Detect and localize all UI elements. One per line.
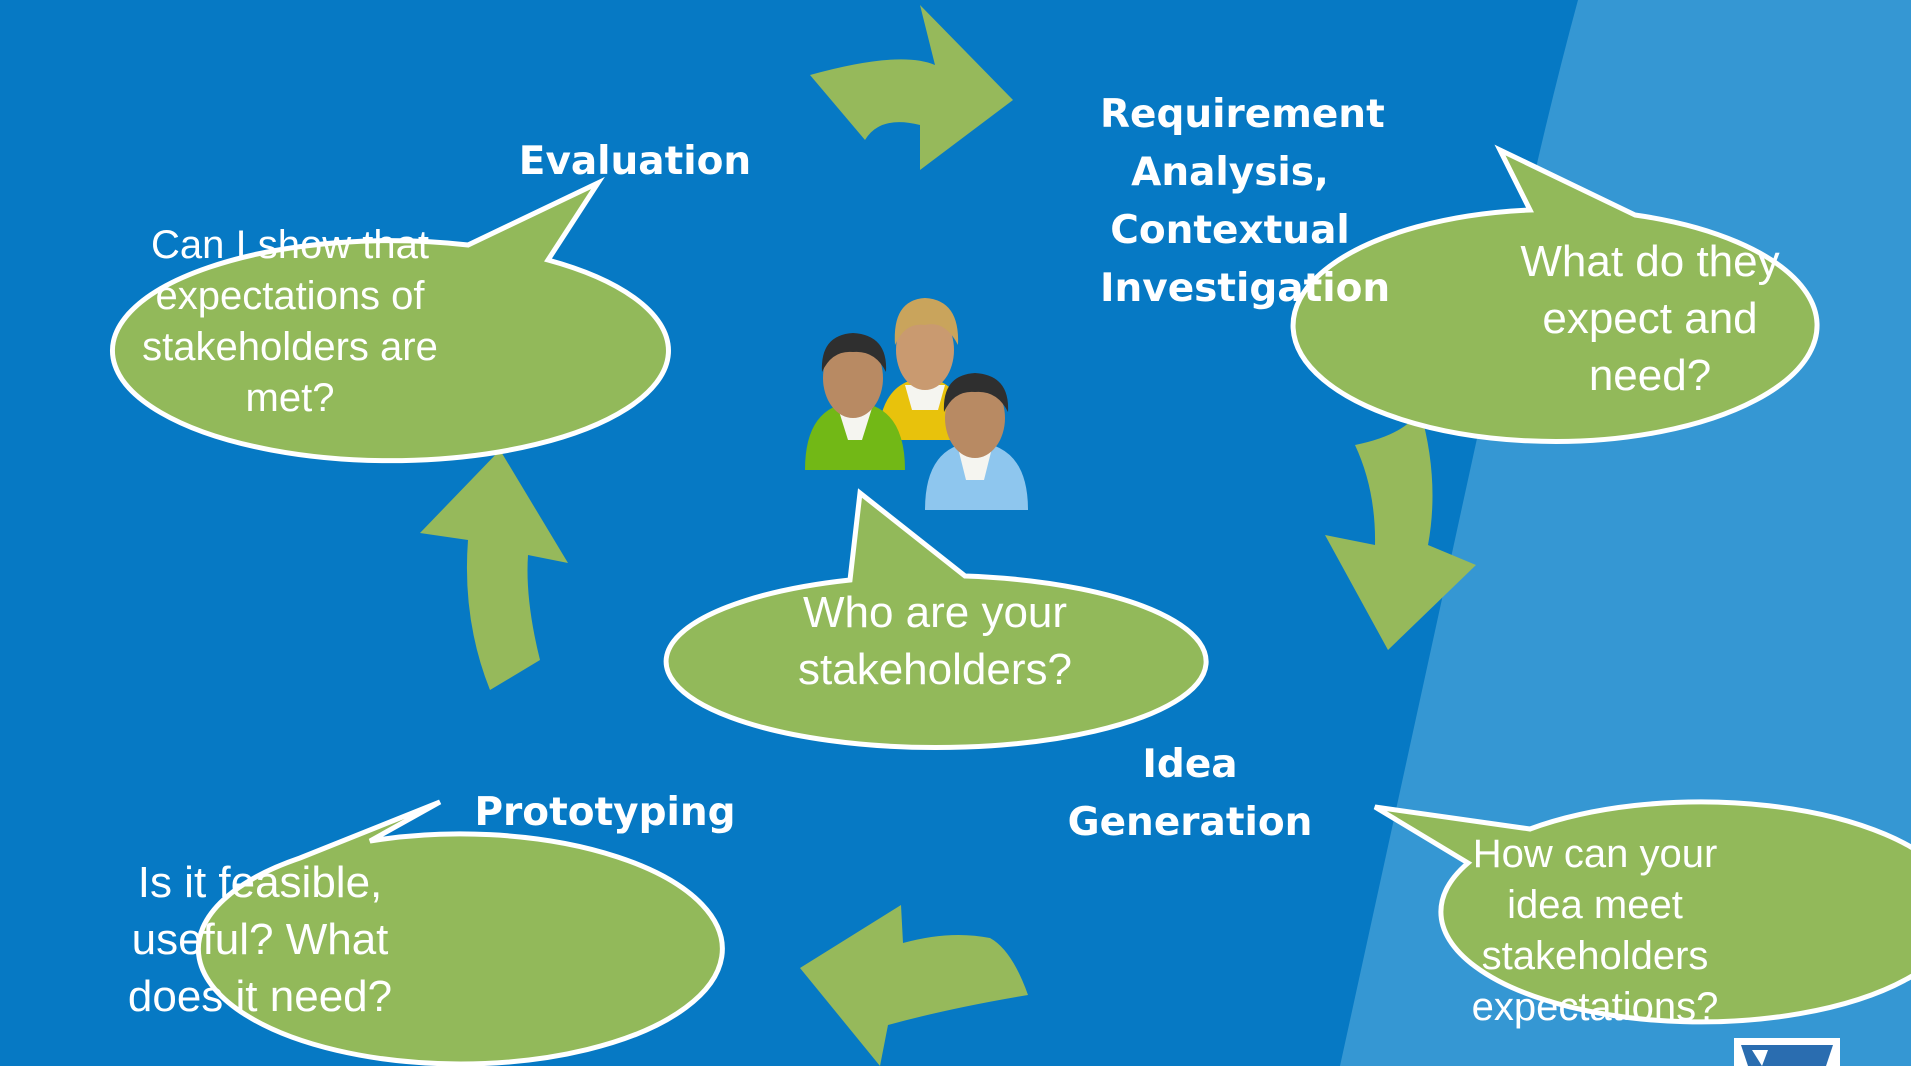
label-requirement-line-2: Analysis, bbox=[1131, 150, 1329, 195]
bubble-idea-line-1: How can your bbox=[1472, 832, 1718, 876]
bubble-prototyping-line-2: useful? What bbox=[131, 915, 389, 964]
label-idea-generation: Idea Generation bbox=[1060, 736, 1320, 852]
label-requirement-line-1: Requirement bbox=[1100, 92, 1385, 137]
arrow-bottom-left bbox=[800, 905, 1028, 1066]
arrow-top-right bbox=[810, 5, 1013, 170]
bubble-evaluation-line-3: stakeholders are bbox=[142, 325, 438, 369]
bubble-center-line-1: Who are your bbox=[802, 588, 1068, 637]
label-requirement: Requirement Analysis, Contextual Investi… bbox=[1100, 86, 1391, 318]
bubble-evaluation bbox=[110, 176, 671, 464]
arrow-right-down bbox=[1325, 410, 1476, 650]
bubble-requirement-line-3: need? bbox=[1588, 351, 1712, 400]
arrow-left-up bbox=[420, 450, 568, 690]
bubble-evaluation-line-2: expectations of bbox=[155, 274, 425, 318]
label-idea-line-2: Generation bbox=[1067, 800, 1313, 845]
bubble-evaluation-line-1: Can I show that bbox=[151, 223, 429, 267]
label-idea-line-1: Idea bbox=[1142, 742, 1238, 787]
bubble-prototyping-line-3: does it need? bbox=[127, 972, 393, 1021]
bubble-requirement-line-2: expect and bbox=[1542, 294, 1758, 343]
person-left-icon bbox=[805, 333, 905, 470]
bubble-idea-line-3: stakeholders bbox=[1481, 934, 1709, 978]
bubble-center-line-2: stakeholders? bbox=[798, 645, 1072, 694]
bubble-idea bbox=[1373, 799, 1911, 1025]
bubble-idea-text: How can your idea meet stakeholders expe… bbox=[1430, 829, 1760, 1033]
person-right-icon bbox=[925, 373, 1028, 510]
bubble-evaluation-line-4: met? bbox=[245, 376, 335, 420]
bubble-center-text: Who are your stakeholders? bbox=[740, 584, 1130, 698]
bubble-requirement bbox=[1290, 144, 1820, 444]
label-prototyping: Prototyping bbox=[474, 790, 736, 835]
label-requirement-line-4: Investigation bbox=[1100, 266, 1391, 311]
bubble-requirement-text: What do they expect and need? bbox=[1470, 233, 1830, 404]
bubble-prototyping-line-1: Is it feasible, bbox=[137, 858, 383, 907]
bubble-center bbox=[663, 488, 1209, 751]
bubble-requirement-line-1: What do they bbox=[1520, 237, 1780, 286]
bubble-evaluation-text: Can I show that expectations of stakehol… bbox=[110, 220, 470, 424]
bubble-prototyping bbox=[195, 799, 725, 1066]
label-requirement-line-3: Contextual bbox=[1110, 208, 1350, 253]
label-evaluation: Evaluation bbox=[518, 139, 752, 184]
bubble-idea-line-2: idea meet bbox=[1507, 883, 1683, 927]
bubble-idea-line-4: expectations? bbox=[1471, 985, 1719, 1029]
bubble-prototyping-text: Is it feasible, useful? What does it nee… bbox=[90, 854, 430, 1025]
